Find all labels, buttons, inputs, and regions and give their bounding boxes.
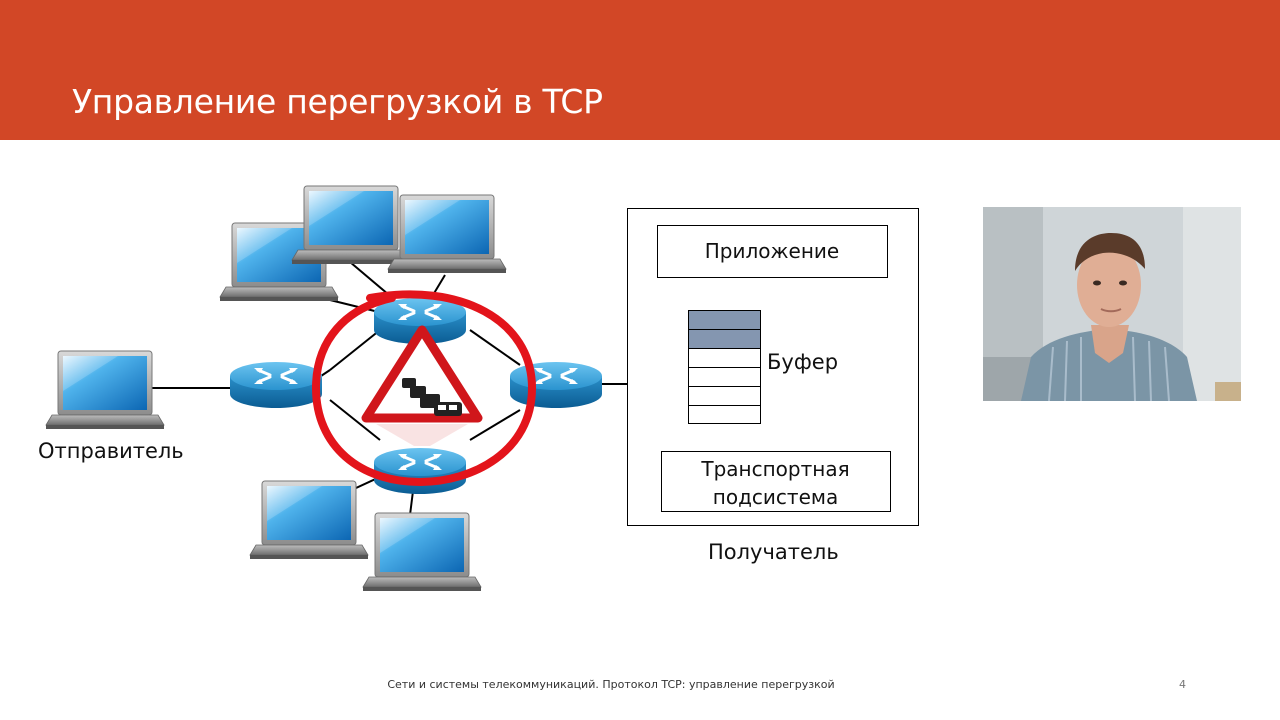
transport-box: Транспортная подсистема — [661, 451, 891, 512]
router-icon-right — [508, 360, 604, 410]
receiver-label: Получатель — [708, 540, 839, 564]
buffer-cell — [688, 348, 761, 367]
traffic-jam-warning-icon — [361, 325, 483, 446]
buffer-label: Буфер — [767, 350, 839, 374]
laptop-icon — [362, 512, 482, 592]
sender-label: Отправитель — [38, 439, 184, 463]
buffer-cell-filled — [688, 329, 761, 348]
header-band — [0, 0, 1280, 140]
router-icon-left — [228, 360, 324, 410]
red-circle-highlight — [311, 290, 537, 487]
presenter-webcam — [983, 207, 1241, 401]
buffer-cell — [688, 386, 761, 405]
page-number: 4 — [1179, 678, 1186, 691]
laptop-icon — [249, 480, 369, 560]
laptop-icon — [291, 185, 411, 265]
application-label: Приложение — [704, 239, 840, 263]
slide-title: Управление перегрузкой в TCP — [72, 82, 603, 121]
buffer-cell-filled — [688, 310, 761, 329]
buffer-cell — [688, 405, 761, 424]
router-icon-bottom — [372, 446, 468, 496]
laptop-icon — [387, 194, 507, 274]
transport-label-line2: подсистема — [712, 485, 839, 509]
buffer-stack — [688, 310, 761, 424]
slide-footer: Сети и системы телекоммуникаций. Протоко… — [387, 678, 835, 691]
application-box: Приложение — [657, 225, 888, 278]
buffer-cell — [688, 367, 761, 386]
transport-label-line1: Транспортная — [701, 457, 850, 481]
laptop-icon-sender — [45, 350, 165, 430]
